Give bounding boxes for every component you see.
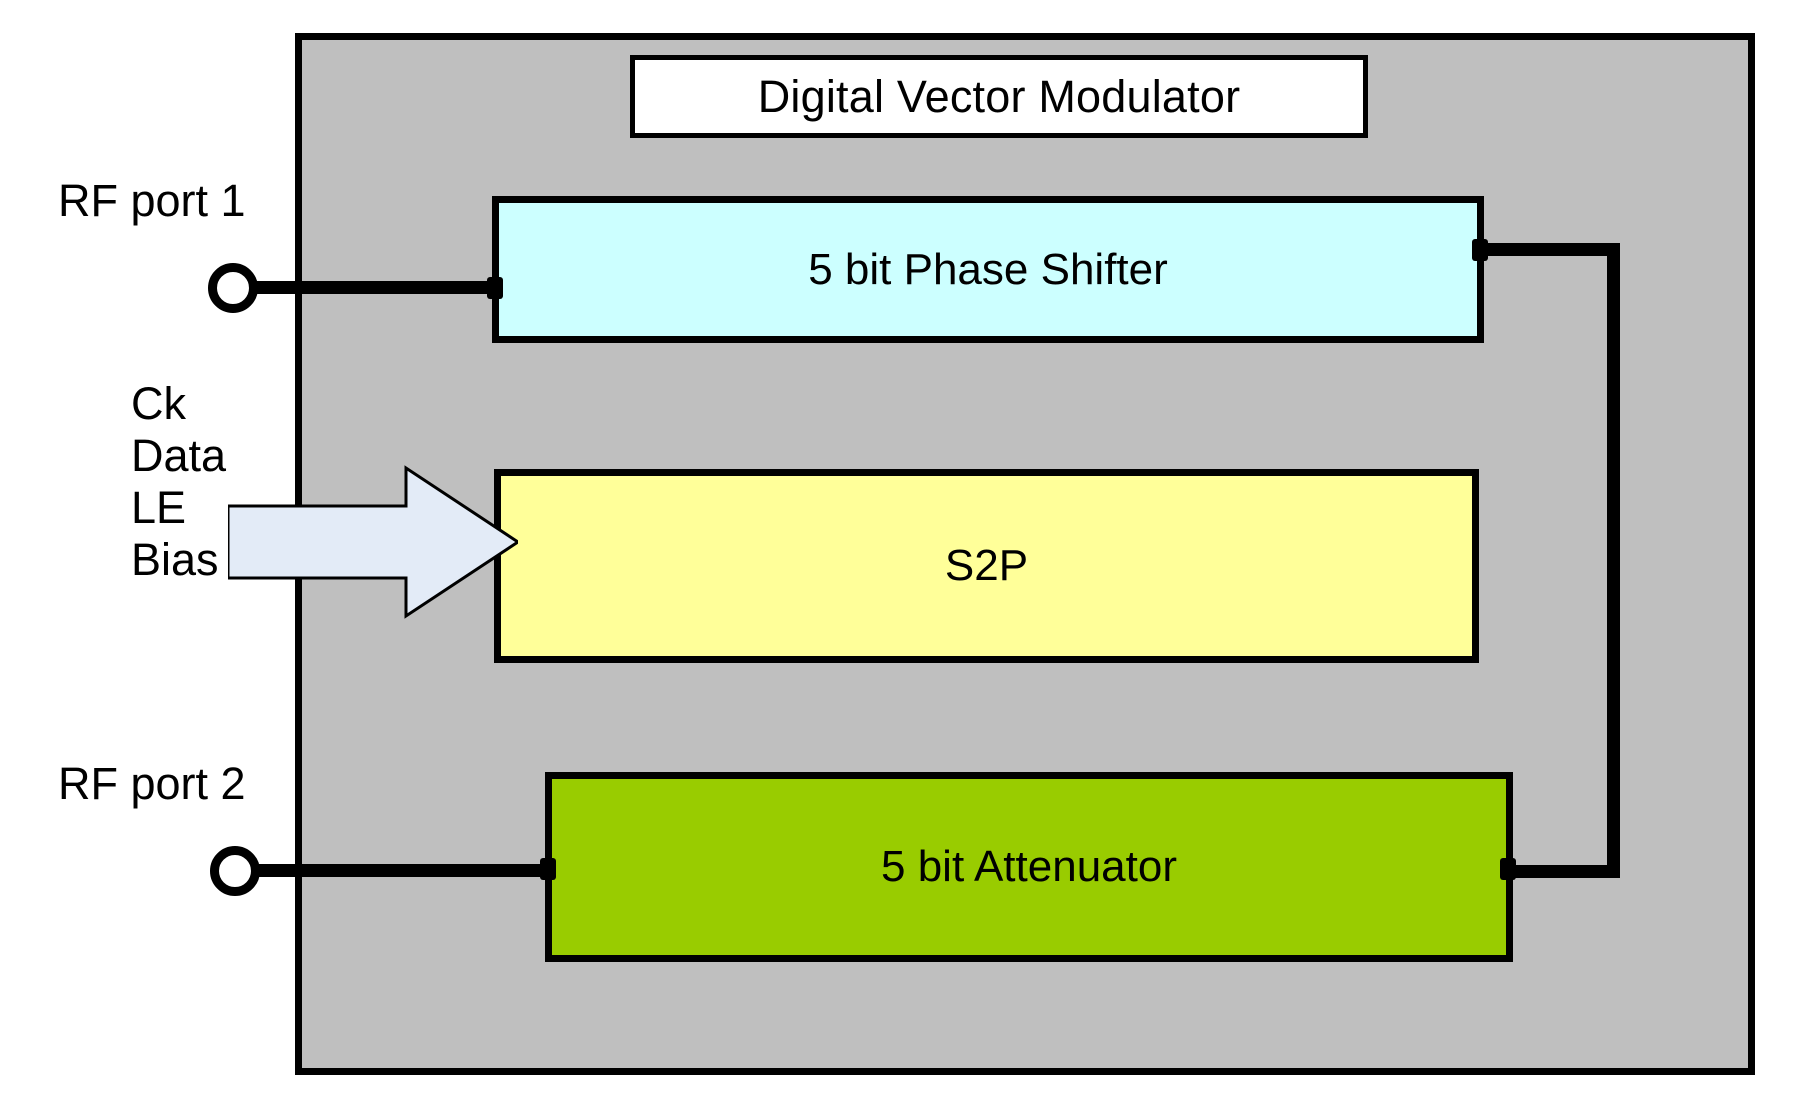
control-bus-arrow-icon [228, 465, 518, 619]
page-title: Digital Vector Modulator [757, 70, 1241, 122]
block-phase-shifter[interactable]: 5 bit Phase Shifter [492, 196, 1484, 343]
terminal-nub-phase-shifter-output [1472, 239, 1488, 261]
block-s2p-label: S2P [944, 541, 1029, 590]
block-s2p[interactable]: S2P [494, 469, 1479, 663]
block-phase-shifter-label: 5 bit Phase Shifter [808, 244, 1168, 294]
terminal-nub-attenuator-input [540, 858, 556, 880]
rf-port-1-label: RF port 1 [58, 175, 246, 226]
module-title-plate: Digital Vector Modulator [630, 55, 1368, 138]
wire-attenuator-output [1500, 865, 1620, 878]
wire-phase-shifter-output [1478, 243, 1620, 256]
control-bus-arrow-shape [228, 465, 518, 619]
control-signal-le: LE [131, 482, 187, 533]
control-signal-data: Data [131, 430, 227, 481]
rf-port-2-terminal-icon[interactable] [210, 846, 260, 896]
wire-rf-port-2-to-attenuator [256, 864, 556, 877]
rf-port-1-terminal-icon[interactable] [208, 263, 258, 313]
control-signal-ck: Ck [131, 378, 186, 429]
rf-port-2-label: RF port 2 [58, 758, 246, 809]
block-attenuator-label: 5 bit Attenuator [881, 842, 1177, 891]
control-signal-bias: Bias [131, 534, 219, 585]
control-bus-signal-labels: Ck Data LE Bias [131, 378, 226, 586]
terminal-nub-attenuator-output [1500, 858, 1516, 880]
block-attenuator[interactable]: 5 bit Attenuator [545, 772, 1513, 962]
wire-rf-port-1-to-phase-shifter [252, 281, 502, 294]
terminal-nub-phase-shifter-input [487, 277, 503, 299]
wire-vertical-interconnect-rail [1607, 243, 1620, 878]
